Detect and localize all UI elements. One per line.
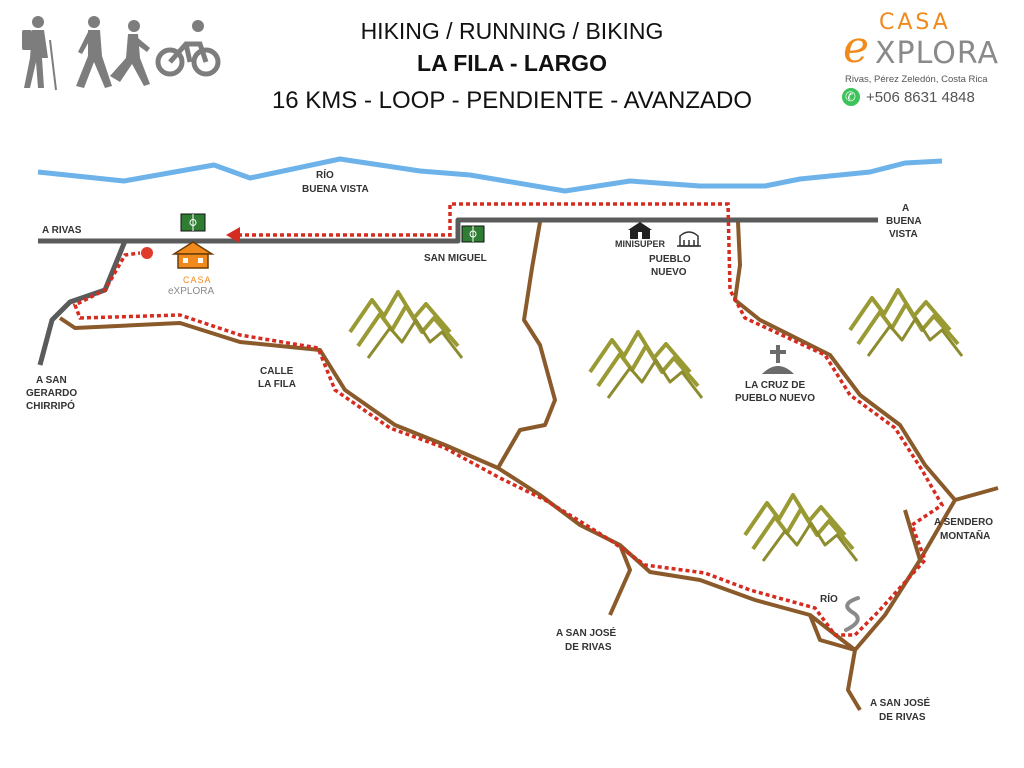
a-san-gerardo-label-2: GERARDO	[26, 388, 77, 399]
a-san-gerardo-label-3: CHIRRIPÓ	[26, 399, 75, 412]
cross-icon	[762, 345, 794, 374]
soccer-field-icon	[461, 225, 485, 243]
river-icon	[844, 596, 860, 632]
whatsapp-icon	[842, 88, 860, 106]
a-san-gerardo-label-1: A SAN	[36, 375, 67, 386]
a-sendero-label-2: MONTAÑA	[940, 529, 990, 542]
dirt-roads	[58, 221, 999, 712]
soccer-field-icon	[180, 213, 206, 232]
la-cruz-label-1: LA CRUZ DE	[745, 380, 806, 391]
contact-phone[interactable]: +506 8631 4848	[842, 88, 975, 106]
a-buena-vista-label-2: BUENA	[886, 216, 922, 227]
logo-casa-text: CASA	[879, 10, 951, 35]
route-name-title: LA FILA - LARGO	[417, 50, 607, 76]
walker-icon	[76, 16, 112, 88]
logo-xplora-text: XPLORA	[875, 36, 1000, 71]
logo-e-text: e	[843, 22, 870, 73]
activities-title: HIKING / RUNNING / BIKING	[360, 18, 664, 44]
calle-la-fila-label-2: LA FILA	[258, 379, 296, 390]
runner-icon	[110, 20, 150, 86]
pueblo-nuevo-label-1: PUEBLO	[649, 254, 691, 265]
minisuper-label: MINISUPER	[615, 239, 666, 249]
building-icon	[677, 231, 701, 247]
phone-number: +506 8631 4848	[866, 89, 975, 106]
la-cruz-label-2: PUEBLO NUEVO	[735, 393, 815, 404]
loop-route	[72, 202, 945, 637]
a-san-jose-label-1a: A SAN JOSÉ	[556, 626, 617, 639]
a-san-jose-label-1b: DE RIVAS	[565, 642, 612, 653]
rio-buena-vista-river	[37, 156, 943, 194]
a-san-jose-label-2b: DE RIVAS	[879, 712, 926, 723]
logo-location-text: Rivas, Pérez Zeledón, Costa Rica	[845, 74, 988, 85]
a-san-jose-label-2a: A SAN JOSÉ	[870, 696, 931, 709]
a-sendero-label-1: A SENDERO	[934, 517, 993, 528]
mountain-icon	[848, 288, 964, 358]
start-point-marker	[141, 247, 153, 259]
pueblo-nuevo-label-2: NUEVO	[651, 267, 687, 278]
house-icon	[171, 241, 215, 269]
a-rivas-label: A RIVAS	[42, 225, 82, 236]
rio-small-label: RÍO	[820, 592, 838, 605]
casa-small-label: CASA	[183, 275, 212, 285]
route-direction-arrow	[226, 227, 240, 243]
buena-vista-river-label: BUENA VISTA	[302, 184, 369, 195]
cyclist-icon	[155, 20, 221, 77]
a-buena-vista-label-3: VISTA	[889, 229, 918, 240]
mountain-icon	[348, 290, 464, 360]
san-miguel-label: SAN MIGUEL	[424, 253, 487, 264]
main-road	[37, 217, 878, 366]
hiker-icon	[22, 16, 57, 91]
calle-la-fila-label-1: CALLE	[260, 366, 294, 377]
rio-label: RÍO	[316, 168, 334, 181]
mountain-icon	[743, 493, 859, 563]
store-icon	[628, 222, 652, 239]
route-details-title: 16 KMS - LOOP - PENDIENTE - AVANZADO	[271, 87, 753, 114]
explora-small-label: eXPLORA	[168, 286, 214, 297]
mountain-icon	[588, 330, 704, 400]
a-buena-vista-label-1: A	[902, 203, 909, 214]
